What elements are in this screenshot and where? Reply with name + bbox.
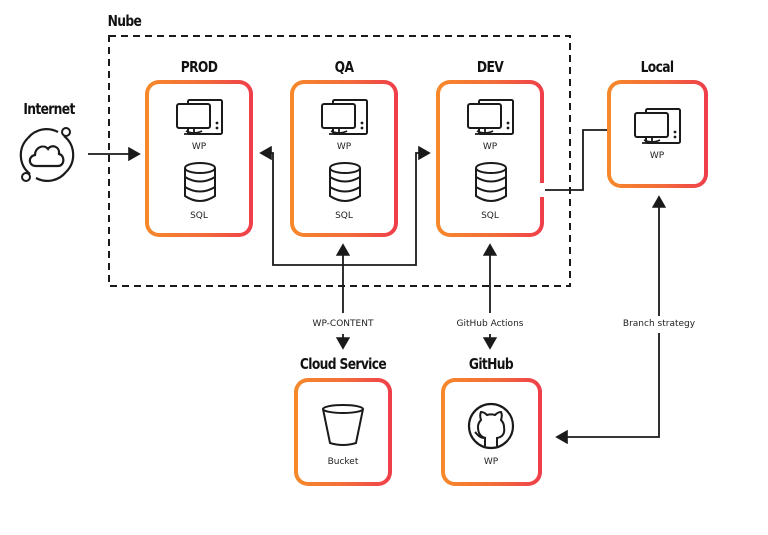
qa-item-label: WP (336, 142, 352, 152)
database-icon (182, 162, 218, 209)
computer-icon (467, 98, 515, 143)
bucket-icon (320, 403, 366, 454)
nube-group-boundary (108, 35, 571, 287)
cloud-service-item-label: Bucket (327, 457, 359, 467)
cloud-orbit-icon (19, 127, 75, 182)
qa-item-label: SQL (335, 211, 353, 221)
database-icon (327, 162, 363, 209)
node-title-github: GitHub (468, 355, 514, 373)
dev-item-label: WP (482, 142, 498, 152)
edge-local-github-down (555, 333, 660, 445)
node-box-github (441, 378, 542, 486)
github-item-label: WP (483, 457, 499, 467)
computer-icon (634, 107, 682, 152)
group-label-nube: Nube (107, 12, 142, 30)
node-title-dev: DEV (476, 58, 504, 76)
computer-icon (321, 98, 369, 143)
edge-local-dev (524, 129, 607, 198)
edge-label-github-actions: GitHub Actions (456, 319, 524, 329)
node-title-local: Local (640, 58, 674, 76)
edge-label-wp-content: WP-CONTENT (312, 319, 374, 329)
computer-icon (176, 98, 224, 143)
node-title-prod: PROD (180, 58, 218, 76)
node-box-cloud-service (294, 378, 392, 486)
dev-border-gap (539, 183, 545, 197)
edge-qa-dev (343, 145, 431, 266)
dev-item-label: SQL (481, 211, 499, 221)
edge-qa-prod (259, 145, 343, 266)
edge-label-branch-strategy: Branch strategy (604, 319, 714, 329)
node-title-internet: Internet (23, 100, 75, 118)
github-icon (466, 401, 516, 456)
local-item-label: WP (649, 151, 665, 161)
node-title-qa: QA (334, 58, 354, 76)
prod-item-label: WP (191, 142, 207, 152)
node-title-cloud-service: Cloud Service (299, 355, 387, 373)
prod-item-label: SQL (190, 211, 208, 221)
node-box-prod (145, 80, 253, 237)
database-icon (473, 162, 509, 209)
